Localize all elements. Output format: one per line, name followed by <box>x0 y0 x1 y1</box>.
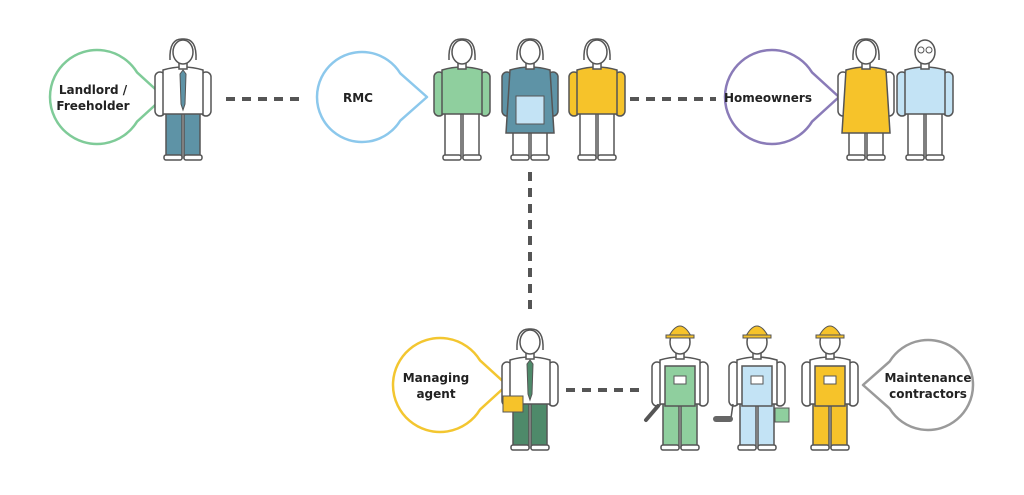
figure-contractor-2 <box>713 325 790 451</box>
bubble-managing-agent <box>391 336 509 434</box>
clipboard-icon <box>502 395 524 413</box>
bubble-maintenance-contractors <box>861 338 975 432</box>
label-managing-agent: Managing agent <box>402 371 470 401</box>
wrench-icon <box>644 404 660 422</box>
head <box>519 329 541 355</box>
head <box>914 39 936 65</box>
bubble-rmc <box>315 50 429 144</box>
figure-contractor-1 <box>644 325 709 451</box>
figure-rmc-2 <box>501 38 559 161</box>
label-maintenance-contractors: Maintenance contractors <box>884 371 972 401</box>
bubble-homeowners <box>723 48 841 146</box>
bubble-landlord <box>48 48 166 146</box>
head <box>519 39 541 65</box>
figure-landlord <box>154 38 212 161</box>
figure-homeowner-1 <box>837 38 895 161</box>
paint-roller-icon <box>713 416 733 422</box>
head <box>451 39 473 65</box>
bucket-icon <box>774 407 790 423</box>
figure-managing-agent <box>501 328 559 451</box>
figure-rmc-1 <box>433 38 491 161</box>
label-homeowners: Homeowners <box>723 91 813 105</box>
figure-homeowner-2 <box>896 39 954 161</box>
head <box>586 39 608 65</box>
label-rmc: RMC <box>343 91 373 105</box>
label-landlord: Landlord / Freeholder <box>56 83 130 113</box>
figure-rmc-3 <box>568 38 626 161</box>
figure-contractor-3 <box>801 325 859 451</box>
head <box>855 39 877 65</box>
head <box>172 39 194 65</box>
